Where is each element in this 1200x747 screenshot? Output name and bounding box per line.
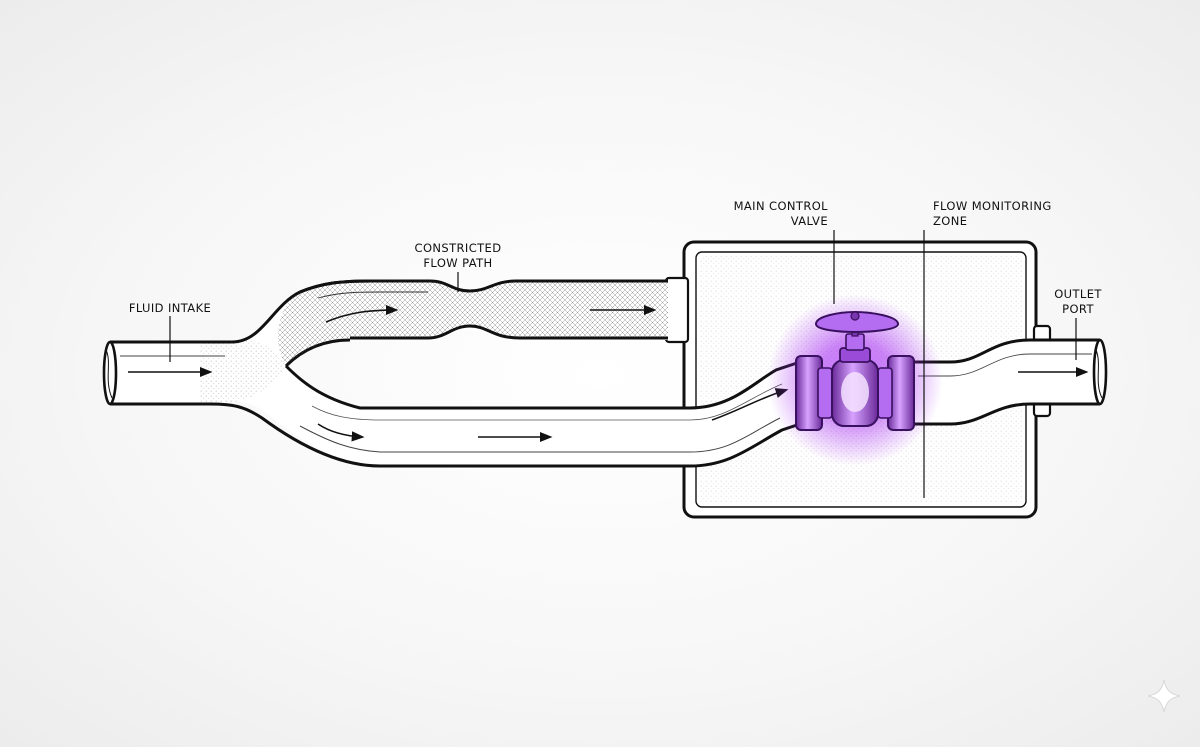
- outlet-pipe: [912, 338, 1108, 426]
- label-outlet-line2: PORT: [1062, 302, 1094, 316]
- constricted-pipe: [278, 279, 668, 366]
- flow-arrow-upper-1: [325, 304, 399, 323]
- label-valve-line2: VALVE: [791, 214, 828, 228]
- leader-lines: [169, 230, 1077, 498]
- labels: FLUID INTAKE CONSTRICTED FLOW PATH MAIN …: [129, 199, 1102, 316]
- label-constricted-line1: CONSTRICTED: [415, 241, 502, 255]
- label-constricted-line2: FLOW PATH: [423, 256, 492, 270]
- label-outlet-line1: OUTLET: [1054, 287, 1102, 301]
- label-valve-line1: MAIN CONTROL: [734, 199, 829, 213]
- main-control-valve: [767, 294, 943, 466]
- flow-arrows: [128, 304, 1089, 443]
- label-fluid-intake: FLUID INTAKE: [129, 301, 211, 315]
- label-monitor-line1: FLOW MONITORING: [933, 199, 1052, 213]
- sparkle-icon: [1147, 679, 1181, 713]
- handwheel-icon: [814, 310, 900, 334]
- label-monitor-line2: ZONE: [933, 214, 967, 228]
- flow-arrow-lower-1: [317, 423, 365, 442]
